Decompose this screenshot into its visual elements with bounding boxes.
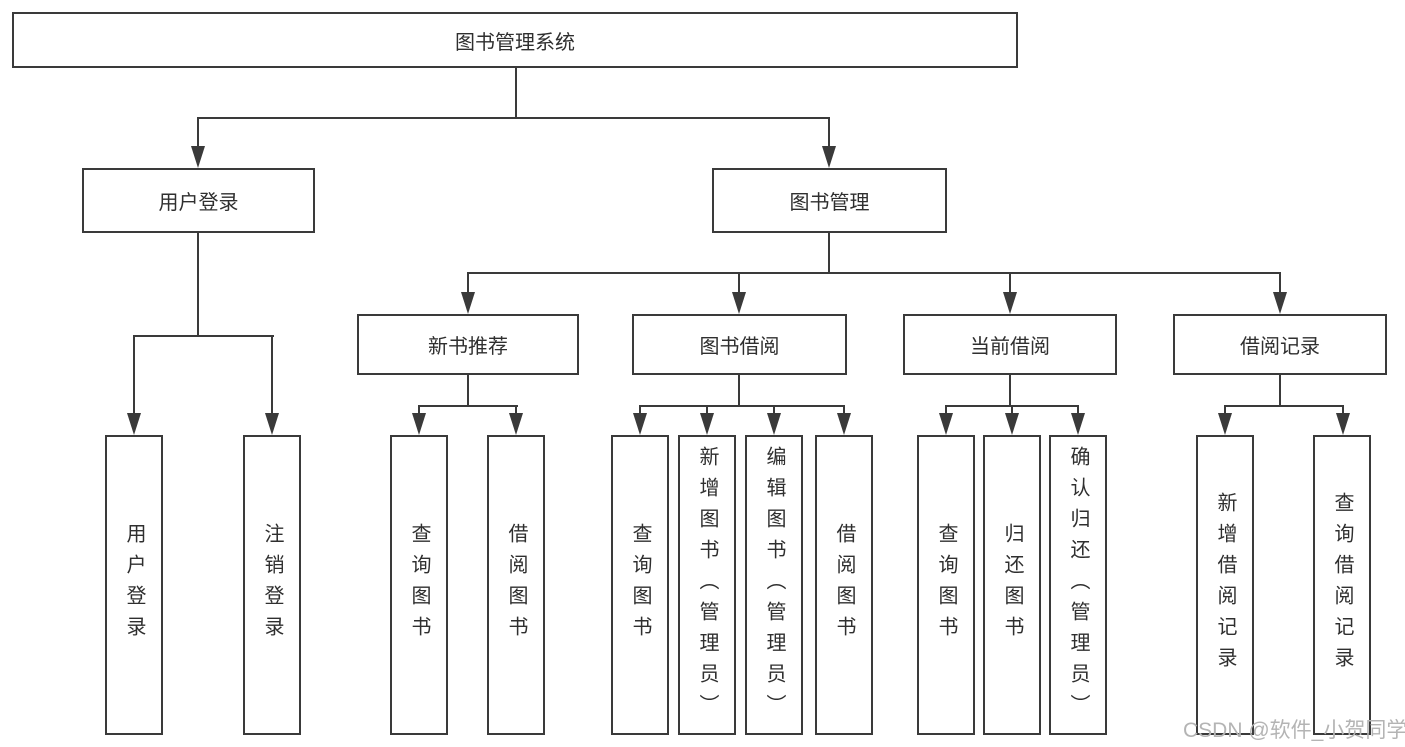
connector-line	[1279, 375, 1281, 407]
arrow-down-icon	[633, 413, 647, 435]
leaf-query-borrow-record: 查询借阅记录	[1313, 435, 1371, 735]
connector-line	[133, 335, 274, 337]
node-label: 用户登录	[123, 523, 145, 647]
leaf-query-books-borrowing: 查询图书	[611, 435, 669, 735]
connector-line	[1009, 272, 1011, 294]
arrow-down-icon	[939, 413, 953, 435]
arrow-down-icon	[1071, 413, 1085, 435]
connector-line	[706, 405, 708, 417]
node-label: 编辑图书（管理员）	[763, 445, 785, 725]
connector-line	[1342, 405, 1344, 417]
arrow-down-icon	[1218, 413, 1232, 435]
node-label: 查询图书	[408, 523, 430, 647]
leaf-borrow-books-borrowing: 借阅图书	[815, 435, 873, 735]
node-label: 借阅记录	[1240, 336, 1320, 358]
leaf-user-login: 用户登录	[105, 435, 163, 735]
arrow-down-icon	[1005, 413, 1019, 435]
leaf-return-books: 归还图书	[983, 435, 1041, 735]
arrow-down-icon	[191, 146, 205, 168]
leaf-query-books-recommend: 查询图书	[390, 435, 448, 735]
node-label: 确认归还（管理员）	[1067, 445, 1089, 725]
node-label: 归还图书	[1001, 523, 1023, 647]
arrow-down-icon	[700, 413, 714, 435]
node-user-login: 用户登录	[82, 168, 315, 233]
node-new-book-recommend: 新书推荐	[357, 314, 579, 375]
node-book-borrowing: 图书借阅	[632, 314, 847, 375]
connector-line	[1224, 405, 1344, 407]
arrow-down-icon	[732, 292, 746, 314]
arrow-down-icon	[1336, 413, 1350, 435]
node-label: 图书管理	[789, 192, 870, 214]
connector-line	[1224, 405, 1226, 417]
connector-line	[738, 375, 740, 407]
arrow-down-icon	[822, 146, 836, 168]
connector-line	[515, 68, 517, 119]
node-book-management: 图书管理	[712, 168, 947, 233]
connector-line	[828, 117, 830, 150]
connector-line	[467, 375, 469, 407]
connector-line	[133, 335, 135, 417]
node-current-borrowing: 当前借阅	[903, 314, 1117, 375]
arrow-down-icon	[1003, 292, 1017, 314]
node-label: 新书推荐	[428, 336, 508, 358]
arrow-down-icon	[412, 413, 426, 435]
connector-line	[197, 117, 829, 119]
leaf-add-borrow-record: 新增借阅记录	[1196, 435, 1254, 735]
arrow-down-icon	[461, 292, 475, 314]
arrow-down-icon	[127, 413, 141, 435]
connector-line	[467, 272, 1281, 274]
leaf-query-books-current: 查询图书	[917, 435, 975, 735]
leaf-logout: 注销登录	[243, 435, 301, 735]
leaf-confirm-return-admin: 确认归还（管理员）	[1049, 435, 1107, 735]
arrow-down-icon	[1273, 292, 1287, 314]
arrow-down-icon	[767, 413, 781, 435]
arrow-down-icon	[509, 413, 523, 435]
node-label: 当前借阅	[970, 336, 1050, 358]
connector-line	[467, 272, 469, 294]
connector-line	[515, 405, 517, 417]
connector-line	[1011, 405, 1013, 417]
node-label: 查询图书	[935, 523, 957, 647]
connector-line	[1077, 405, 1079, 417]
connector-line	[197, 117, 199, 150]
node-label: 用户登录	[158, 192, 239, 214]
connector-line	[197, 233, 199, 337]
arrow-down-icon	[265, 413, 279, 435]
connector-line	[828, 233, 830, 274]
leaf-edit-books-admin: 编辑图书（管理员）	[745, 435, 803, 735]
watermark: CSDN @软件_小贺同学	[1183, 719, 1405, 742]
connector-line	[843, 405, 845, 417]
arrow-down-icon	[837, 413, 851, 435]
node-label: 图书管理系统	[455, 31, 575, 54]
leaf-borrow-books-recommend: 借阅图书	[487, 435, 545, 735]
connector-line	[1279, 272, 1281, 294]
node-borrowing-records: 借阅记录	[1173, 314, 1387, 375]
connector-line	[639, 405, 845, 407]
node-label: 借阅图书	[833, 523, 855, 647]
node-library-system: 图书管理系统	[12, 12, 1018, 68]
node-label: 查询借阅记录	[1331, 492, 1353, 678]
connector-line	[418, 405, 420, 417]
node-label: 借阅图书	[505, 523, 527, 647]
node-label: 注销登录	[261, 523, 283, 647]
node-label: 图书借阅	[699, 336, 780, 358]
node-label: 新增借阅记录	[1214, 492, 1236, 678]
connector-line	[639, 405, 641, 417]
connector-line	[945, 405, 947, 417]
connector-line	[271, 335, 273, 417]
node-label: 查询图书	[629, 523, 651, 647]
node-label: 新增图书（管理员）	[696, 445, 718, 725]
connector-line	[418, 405, 518, 407]
connector-line	[773, 405, 775, 417]
connector-line	[1009, 375, 1011, 407]
leaf-add-books-admin: 新增图书（管理员）	[678, 435, 736, 735]
connector-line	[738, 272, 740, 294]
